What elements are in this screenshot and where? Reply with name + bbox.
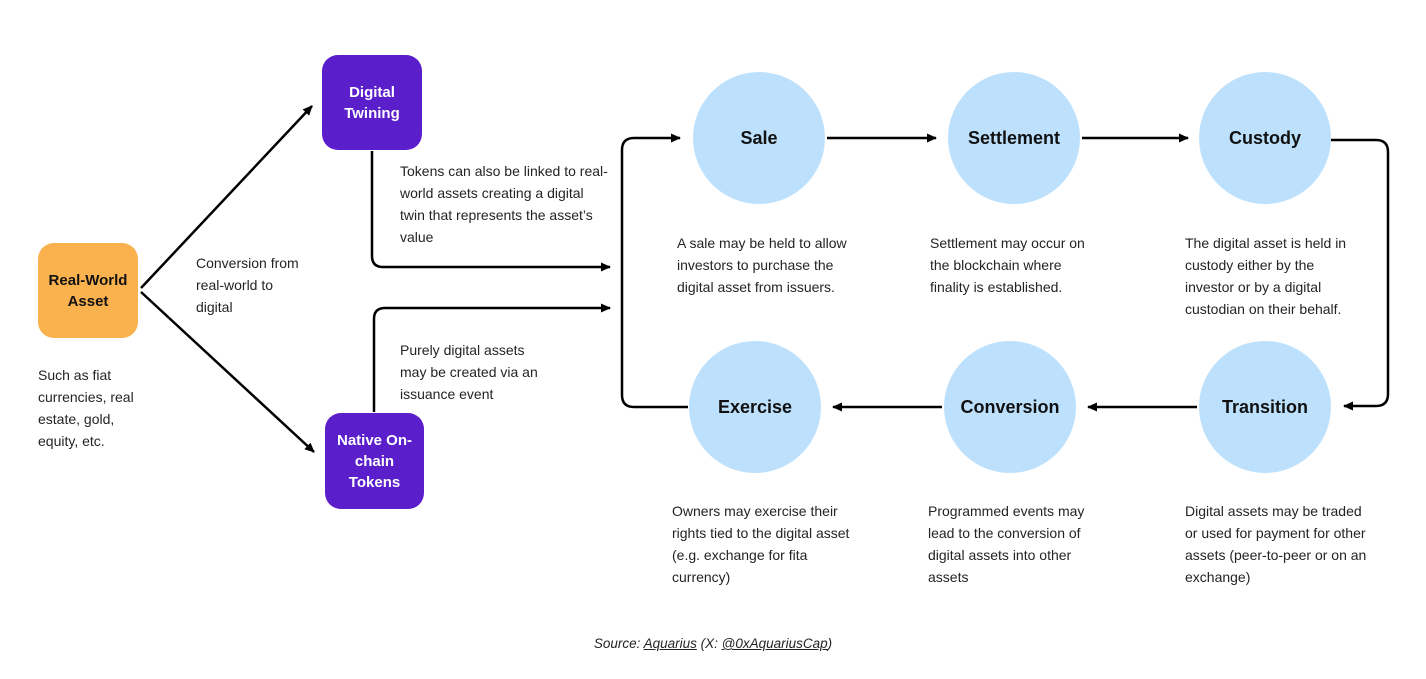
exercise-description: Owners may exercise their rights tied to…: [672, 503, 850, 585]
conversion-description: Programmed events may lead to the conver…: [928, 503, 1085, 585]
native-onchain-tokens-node: Native On-chain Tokens: [325, 413, 424, 509]
native-onchain-tokens-label: Native On-chain Tokens: [336, 431, 412, 491]
transition-label: Transition: [1221, 396, 1308, 417]
lifecycle-node-exercise: Exercise: [689, 341, 821, 473]
digital-twining-node: Digital Twining: [322, 55, 422, 150]
transition-description: Digital assets may be traded or used for…: [1185, 503, 1367, 585]
conversion-edge-label: Conversion from real-world to digital: [196, 255, 299, 315]
settlement-description: Settlement may occur on the blockchain w…: [930, 235, 1085, 295]
source-middle: (X:: [696, 636, 722, 651]
real-world-asset-label: Real-World Asset: [48, 271, 128, 310]
source-suffix: ): [827, 636, 833, 651]
source-prefix: Source:: [593, 636, 644, 651]
conversion-label: Conversion: [960, 396, 1060, 417]
real-world-asset-caption: Such as fiat currencies, real estate, go…: [38, 367, 134, 449]
lifecycle-node-transition: Transition: [1199, 341, 1331, 473]
digital-twining-label: Digital Twining: [344, 83, 400, 122]
lifecycle-node-conversion: Conversion: [944, 341, 1076, 473]
source-attribution: Source: Aquarius (X: @0xAquariusCap): [0, 636, 1426, 651]
settlement-label: Settlement: [967, 127, 1061, 148]
sale-description: A sale may be held to allow investors to…: [677, 235, 847, 295]
source-link-x-handle[interactable]: @0xAquariusCap: [721, 636, 828, 651]
source-link-aquarius[interactable]: Aquarius: [643, 636, 697, 651]
exercise-label: Exercise: [717, 396, 793, 417]
digital-twining-description: Tokens can also be linked to real-world …: [400, 163, 608, 245]
lifecycle-node-settlement: Settlement: [948, 72, 1080, 204]
custody-description: The digital asset is held in custody eit…: [1185, 235, 1347, 317]
custody-label: Custody: [1229, 127, 1301, 148]
sale-label: Sale: [740, 127, 778, 148]
lifecycle-node-sale: Sale: [693, 72, 825, 204]
real-world-asset-node: Real-World Asset: [38, 243, 138, 338]
lifecycle-node-custody: Custody: [1199, 72, 1331, 204]
native-onchain-tokens-description: Purely digital assets may be created via…: [400, 342, 538, 402]
